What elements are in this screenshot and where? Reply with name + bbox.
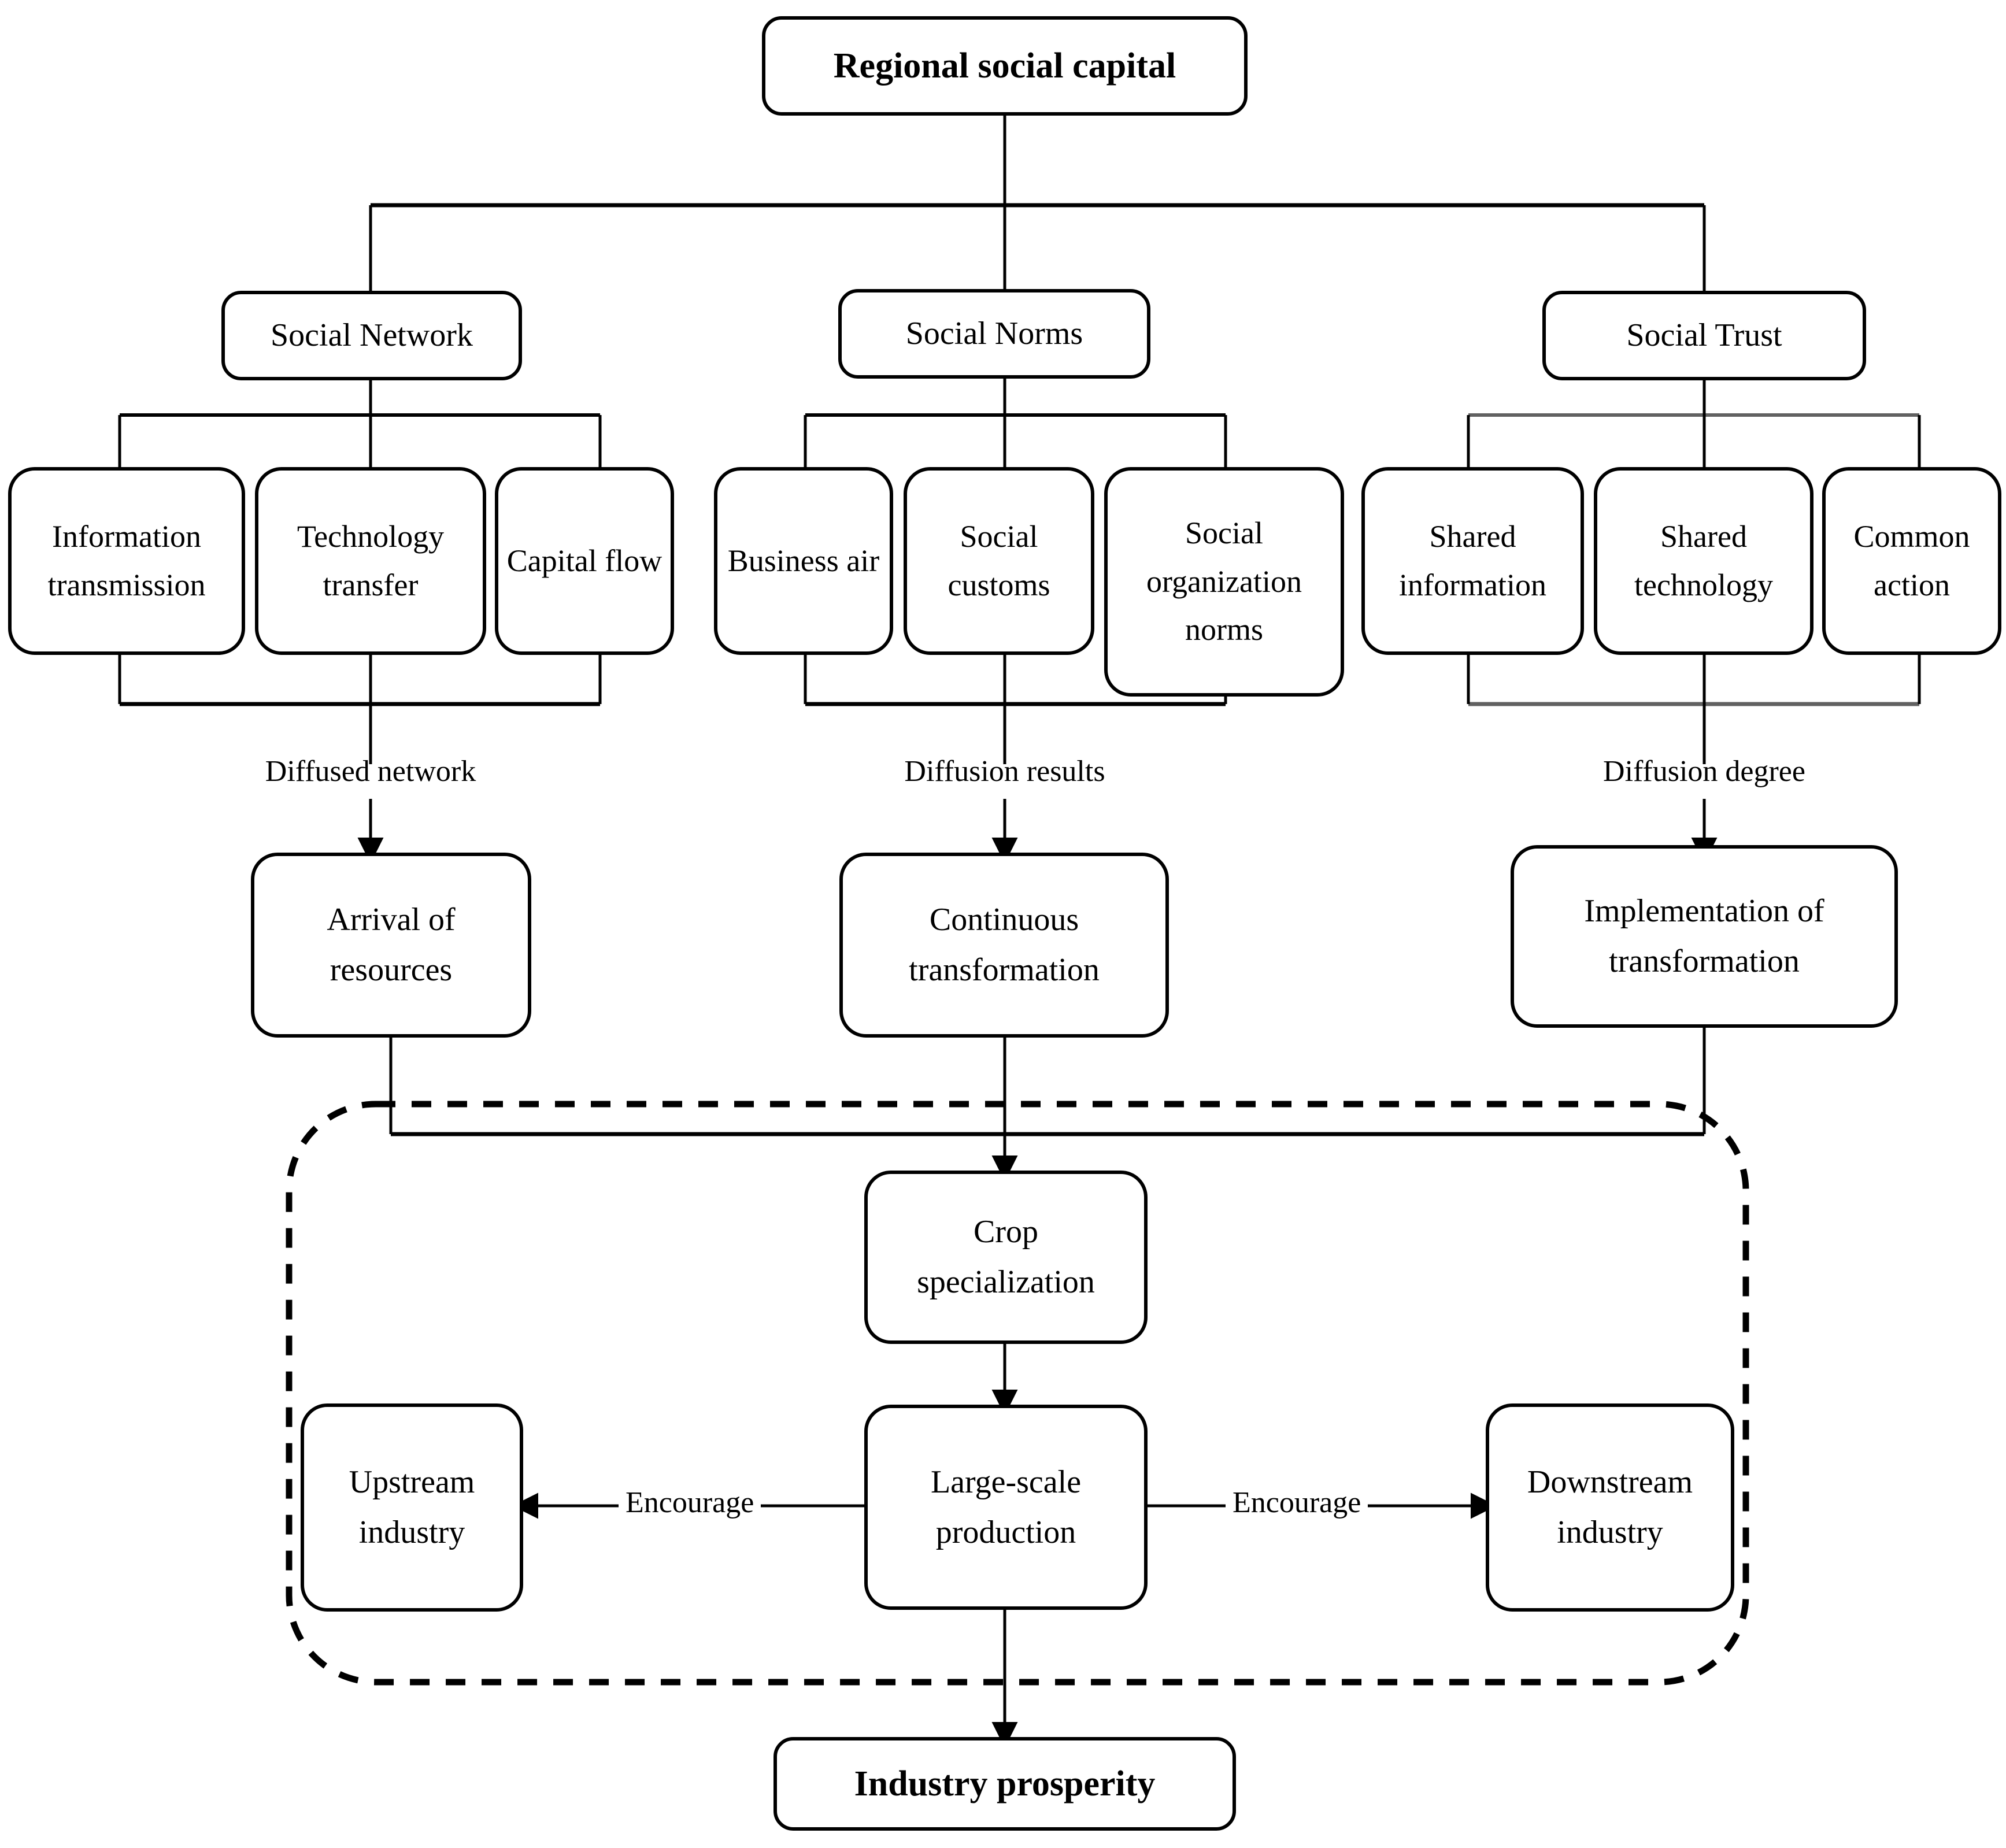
edge-label-text: Diffused network bbox=[265, 755, 476, 788]
node-shared-information[interactable]: Shared information bbox=[1361, 467, 1584, 655]
node-shared-technology[interactable]: Shared technology bbox=[1594, 467, 1813, 655]
node-label: Upstream industry bbox=[349, 1464, 475, 1550]
edge-label-text: Encourage bbox=[1233, 1486, 1361, 1519]
node-label: Technology transfer bbox=[297, 519, 445, 602]
node-label: Implementation of transformation bbox=[1584, 893, 1824, 979]
edge-label-diffusion-degree: Diffusion degree bbox=[1531, 754, 1878, 788]
node-label: Social Network bbox=[271, 317, 473, 354]
node-large-scale-production[interactable]: Large-scale production bbox=[864, 1405, 1148, 1610]
edge-label-encourage-left: Encourage bbox=[619, 1486, 761, 1520]
node-industry-prosperity[interactable]: Industry prosperity bbox=[773, 1737, 1236, 1831]
edge-label-encourage-right: Encourage bbox=[1226, 1486, 1368, 1520]
node-implementation-of-transformation[interactable]: Implementation of transformation bbox=[1511, 845, 1898, 1028]
node-social-trust[interactable]: Social Trust bbox=[1542, 291, 1866, 380]
node-label: Regional social capital bbox=[833, 46, 1176, 86]
node-continuous-transformation[interactable]: Continuous transformation bbox=[839, 853, 1169, 1038]
node-label: Social Trust bbox=[1626, 317, 1782, 354]
edge-label-diffusion-results: Diffusion results bbox=[831, 754, 1178, 788]
node-technology-transfer[interactable]: Technology transfer bbox=[255, 467, 486, 655]
node-common-action[interactable]: Common action bbox=[1822, 467, 2001, 655]
node-label: Arrival of resources bbox=[327, 902, 456, 988]
node-label: Capital flow bbox=[506, 543, 663, 578]
node-crop-specialization[interactable]: Crop specialization bbox=[864, 1171, 1148, 1344]
node-capital-flow[interactable]: Capital flow bbox=[495, 467, 674, 655]
node-regional-social-capital[interactable]: Regional social capital bbox=[762, 16, 1248, 116]
edge-label-text: Diffusion degree bbox=[1603, 755, 1805, 788]
node-downstream-industry[interactable]: Downstream industry bbox=[1486, 1403, 1734, 1612]
node-label: Information transmission bbox=[47, 519, 206, 602]
node-social-network[interactable]: Social Network bbox=[221, 291, 522, 380]
node-label: Social organization norms bbox=[1146, 515, 1302, 647]
node-label: Business air bbox=[727, 543, 880, 578]
node-information-transmission[interactable]: Information transmission bbox=[8, 467, 245, 655]
node-label: Industry prosperity bbox=[854, 1764, 1156, 1803]
edge-label-text: Diffusion results bbox=[904, 755, 1105, 788]
edge-label-text: Encourage bbox=[626, 1486, 754, 1519]
node-arrival-of-resources[interactable]: Arrival of resources bbox=[251, 853, 531, 1038]
node-label: Social customs bbox=[948, 519, 1050, 602]
node-business-air[interactable]: Business air bbox=[714, 467, 893, 655]
node-social-norms[interactable]: Social Norms bbox=[838, 289, 1150, 379]
edge-label-diffused-network: Diffused network bbox=[197, 754, 544, 788]
node-label: Social Norms bbox=[905, 316, 1083, 352]
node-label: Shared technology bbox=[1634, 519, 1773, 602]
node-label: Crop specialization bbox=[917, 1214, 1095, 1300]
node-upstream-industry[interactable]: Upstream industry bbox=[301, 1403, 523, 1612]
node-label: Large-scale production bbox=[930, 1464, 1082, 1550]
node-label: Shared information bbox=[1399, 519, 1546, 602]
node-social-customs[interactable]: Social customs bbox=[904, 467, 1094, 655]
node-label: Continuous transformation bbox=[909, 902, 1100, 988]
node-social-organization-norms[interactable]: Social organization norms bbox=[1104, 467, 1344, 697]
node-label: Downstream industry bbox=[1527, 1464, 1693, 1550]
node-label: Common action bbox=[1853, 519, 1970, 602]
